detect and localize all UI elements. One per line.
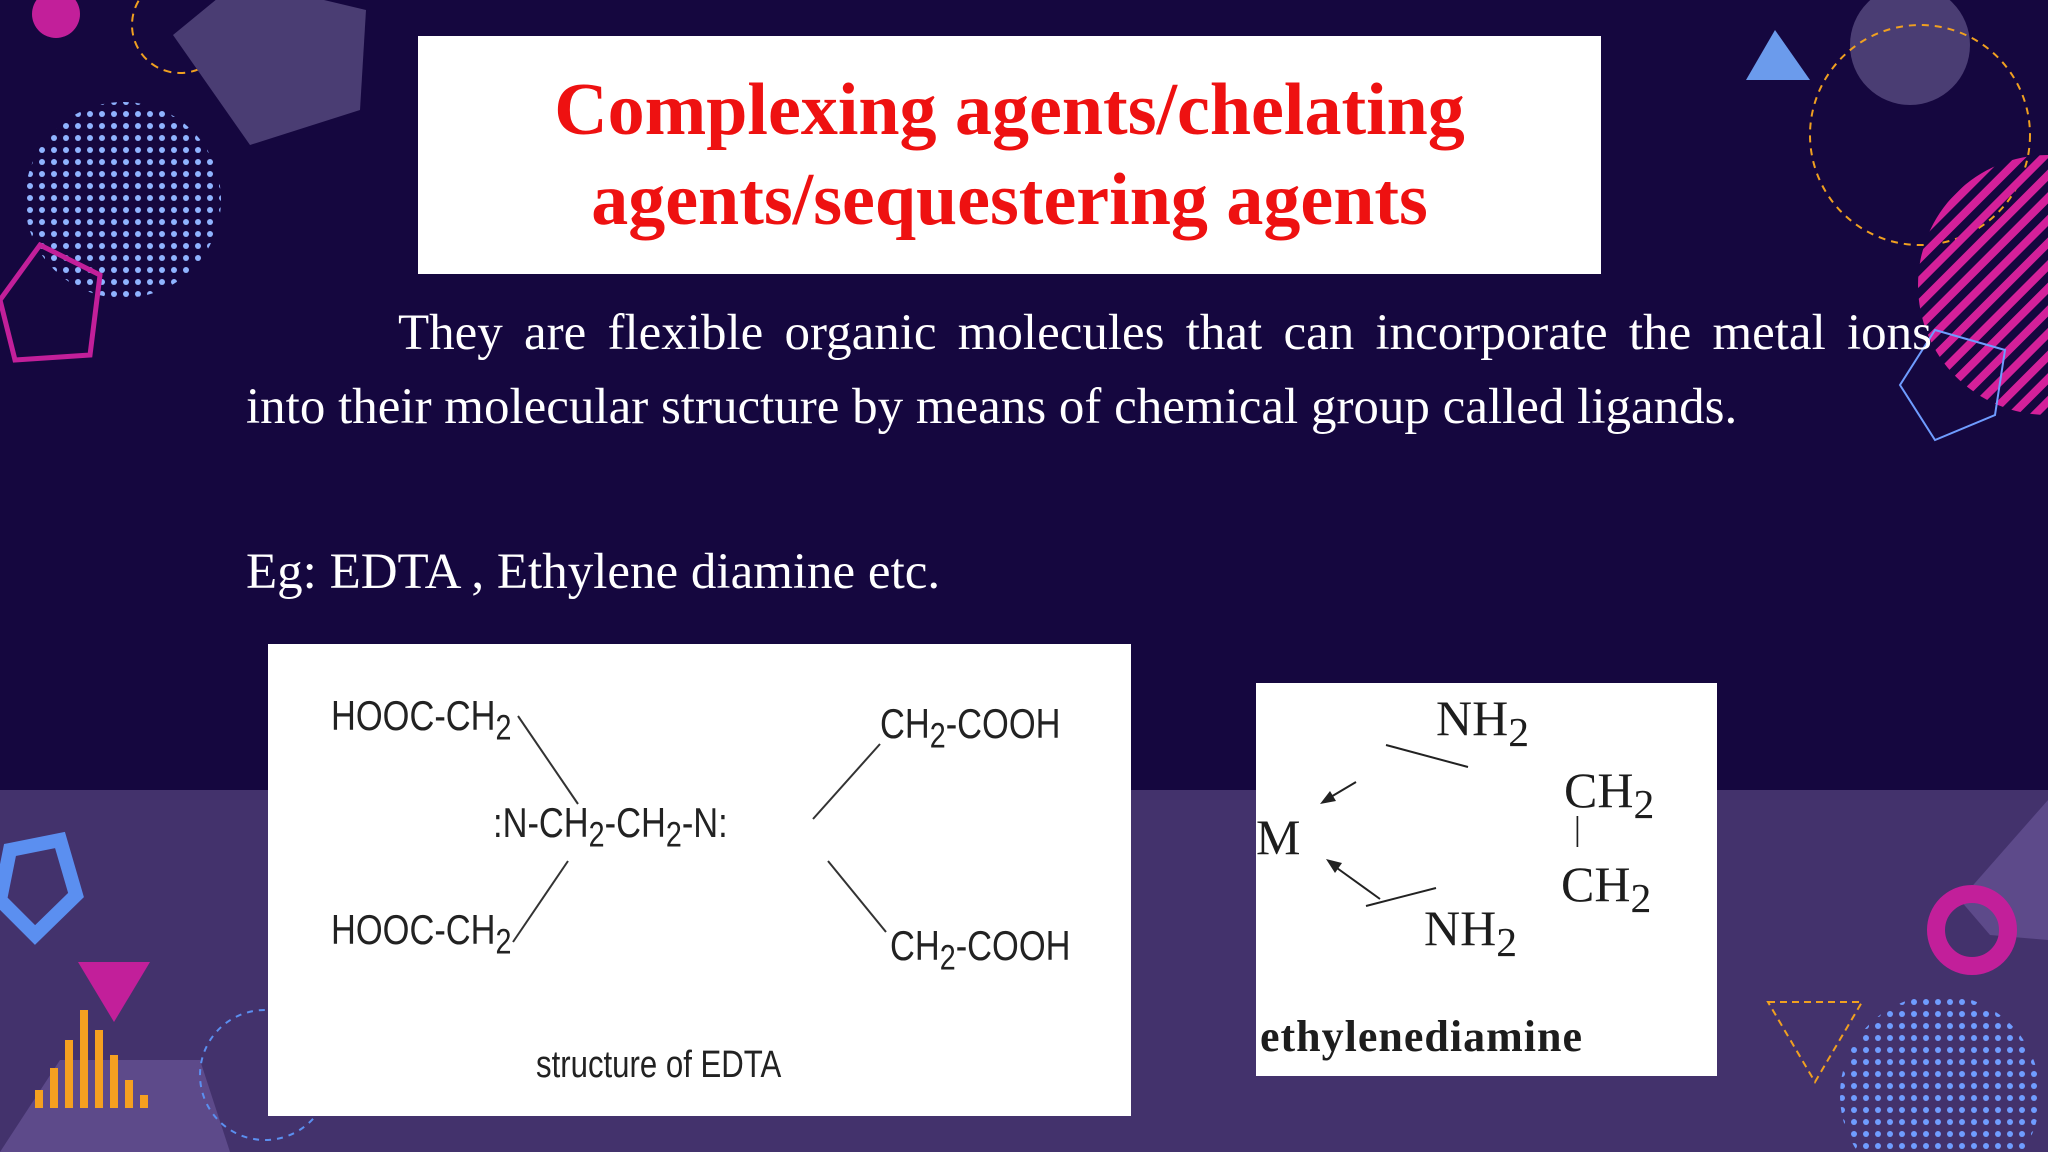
bottom-right-decor [1766, 800, 2048, 1152]
edta-caption: structure of EDTA [536, 1044, 782, 1086]
ch2-cooh-bottom: CH2-COOH [890, 922, 1071, 978]
nh2-bottom: NH2 [1424, 900, 1518, 966]
nh2-top: NH2 [1436, 690, 1530, 756]
hooc-ch2-bottom: HOOC-CH2 [331, 906, 512, 962]
ch2-cooh-top: CH2-COOH [880, 700, 1061, 756]
ethylenediamine-figure: NH2 CH2 | M CH2 NH2 ethylenediamine [1256, 683, 1717, 1076]
title-box: Complexing agents/chelating agents/seque… [418, 36, 1601, 274]
definition-paragraph: They are flexible organic molecules that… [246, 305, 1932, 435]
top-left-decor [0, 0, 366, 363]
metal-ion: M [1256, 809, 1301, 865]
title-line-2: agents/sequestering agents [591, 159, 1428, 241]
edta-bonds [512, 715, 887, 943]
ch2-bottom: CH2 [1561, 856, 1652, 922]
ethylenediamine-bonds [1320, 744, 1469, 907]
ethylene-diamine-core: :N-CH2-CH2-N: [493, 799, 728, 855]
edta-structure-figure: HOOC-CH2 HOOC-CH2 :N-CH2-CH2-N: CH2-COOH… [268, 644, 1131, 1116]
ch2-top: CH2 [1564, 762, 1655, 828]
title-line-1: Complexing agents/chelating [554, 69, 1465, 151]
ethylenediamine-caption: ethylenediamine [1260, 1012, 1583, 1061]
ch-ch-bond: | [1574, 811, 1581, 848]
example-line: Eg: EDTA , Ethylene diamine etc. [246, 544, 941, 600]
hooc-ch2-top: HOOC-CH2 [331, 692, 512, 748]
top-right-decor [1746, 0, 2048, 442]
